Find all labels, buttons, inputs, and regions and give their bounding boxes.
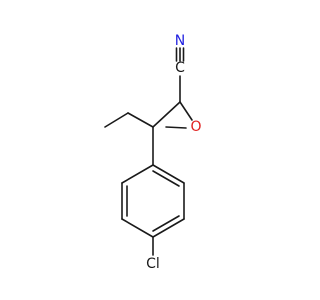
bond-ring-to-ethyl: [127, 112, 154, 128]
bond-ring-o-c: [165, 126, 187, 129]
phenyl-double-bond-inner-1: [152, 170, 180, 187]
phenyl-double-bond-inner-2: [152, 215, 180, 232]
phenyl-ring: [121, 164, 185, 238]
bond-ring-c-c: [152, 101, 181, 128]
nitrile-group: [175, 47, 185, 103]
bond-ethyl: [104, 112, 129, 128]
bond-ring-c-o: [179, 101, 193, 121]
atom-label-nitrogen: N: [175, 33, 185, 49]
phenyl-bond-1: [152, 164, 185, 184]
phenyl-bond-6: [121, 164, 154, 184]
atom-label-oxygen: O: [190, 119, 201, 135]
epoxide-ring: [152, 101, 193, 129]
atom-label-carbon: C: [175, 60, 185, 76]
ethyl-group: [104, 112, 154, 128]
atom-label-chlorine: Cl: [146, 256, 160, 272]
phenyl-bond-3: [152, 218, 185, 238]
phenyl-bond-4: [121, 218, 154, 238]
molecule-diagram: N C O Cl: [104, 33, 202, 272]
